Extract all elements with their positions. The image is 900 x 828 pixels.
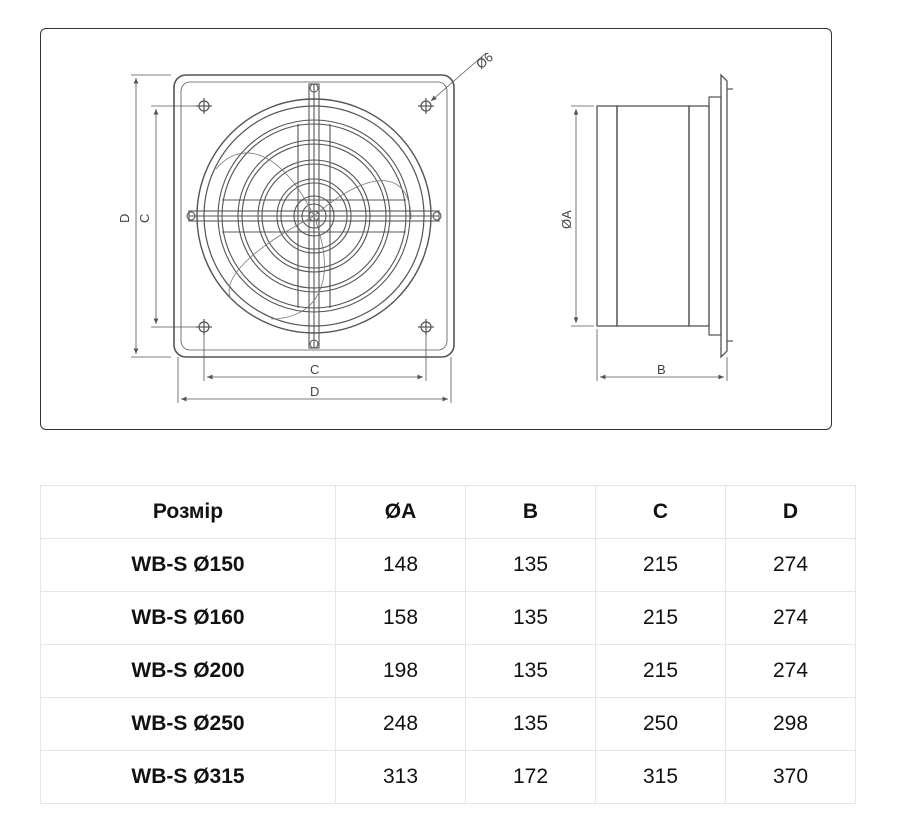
table-row: WB-S Ø200 198 135 215 274 [40,644,856,698]
cell-value: 135 [465,697,596,751]
cell-value: 274 [725,591,856,645]
cell-value: 274 [725,538,856,592]
fan-dimension-drawing: Ø6 D C C D ØA B [117,49,733,403]
cell-model: WB-S Ø160 [40,591,336,645]
cell-value: 135 [465,591,596,645]
cell-value: 248 [335,697,466,751]
side-view [571,73,733,381]
cell-model: WB-S Ø250 [40,697,336,751]
cell-value: 315 [595,750,726,804]
cell-value: 135 [465,538,596,592]
cell-model: WB-S Ø200 [40,644,336,698]
label-front-width-inner: C [310,362,319,377]
technical-drawing: Ø6 D C C D ØA B [40,28,832,430]
cell-value: 198 [335,644,466,698]
header-c: C [595,485,726,539]
cell-value: 298 [725,697,856,751]
fan-blade-icon [215,152,412,320]
cell-value: 148 [335,538,466,592]
label-side-diameter: ØA [559,210,574,229]
table-row: WB-S Ø160 158 135 215 274 [40,591,856,645]
cell-value: 313 [335,750,466,804]
cell-model: WB-S Ø150 [40,538,336,592]
label-front-height-outer: D [117,214,132,223]
fan-grill-icon [186,83,442,349]
table-row: WB-S Ø250 248 135 250 298 [40,697,856,751]
cell-value: 370 [725,750,856,804]
cell-value: 172 [465,750,596,804]
table-row: WB-S Ø150 148 135 215 274 [40,538,856,592]
cell-value: 215 [595,538,726,592]
label-front-height-inner: C [137,214,152,223]
cell-value: 158 [335,591,466,645]
table-row: WB-S Ø315 313 172 315 370 [40,750,856,804]
cell-model: WB-S Ø315 [40,750,336,804]
cell-value: 215 [595,644,726,698]
table-header-row: Розмір ØA B C D [40,485,856,539]
front-view [131,52,487,403]
header-b: B [465,485,596,539]
cell-value: 135 [465,644,596,698]
dimensions-table: Розмір ØA B C D WB-S Ø150 148 135 215 27… [40,485,856,804]
cell-value: 250 [595,697,726,751]
label-front-width-outer: D [310,384,319,399]
header-diameter-a: ØA [335,485,466,539]
header-d: D [725,485,856,539]
cell-value: 215 [595,591,726,645]
header-size: Розмір [40,485,336,539]
label-hole-diameter: Ø6 [473,49,496,72]
cell-value: 274 [725,644,856,698]
label-side-depth: B [657,362,666,377]
